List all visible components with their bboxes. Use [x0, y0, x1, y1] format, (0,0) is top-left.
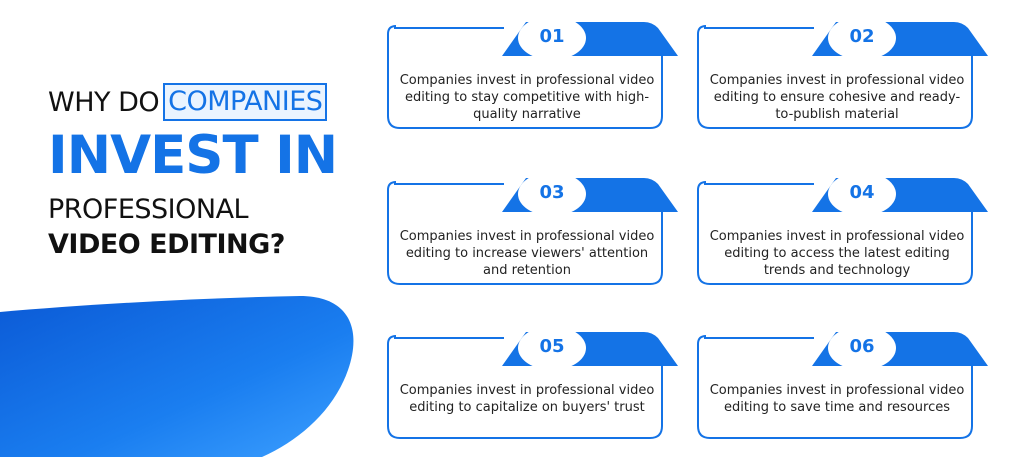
card-frame [387, 16, 678, 129]
card-number: 03 [539, 182, 565, 203]
card-text: Companies invest in professional video e… [709, 229, 965, 278]
card-text: Companies invest in professional video e… [399, 73, 655, 122]
card-number: 02 [849, 26, 875, 47]
card-frame [697, 16, 988, 129]
reason-card-06: 06 Companies invest in professional vide… [696, 326, 988, 439]
heading-line-1: WHY DO COMPANIES [48, 80, 337, 124]
card-text: Companies invest in professional video e… [399, 383, 655, 415]
card-frame [697, 326, 988, 439]
heading-invest-in: INVEST IN [48, 125, 338, 186]
reason-card-02: 02 Companies invest in professional vide… [696, 16, 988, 129]
card-text: Companies invest in professional video e… [709, 73, 965, 122]
heading: WHY DO COMPANIES INVEST IN PROFESSIONAL … [48, 80, 338, 262]
card-number: 01 [539, 26, 565, 47]
reason-card-03: 03 Companies invest in professional vide… [386, 172, 678, 285]
card-text: Companies invest in professional video e… [709, 383, 965, 415]
card-frame [697, 172, 988, 285]
card-text: Companies invest in professional video e… [399, 229, 655, 278]
heading-companies-highlight: COMPANIES [163, 83, 328, 121]
reason-card-01: 01 Companies invest in professional vide… [386, 16, 678, 129]
reason-card-05: 05 Companies invest in professional vide… [386, 326, 678, 439]
reason-card-04: 04 Companies invest in professional vide… [696, 172, 988, 285]
card-frame [387, 172, 678, 285]
heading-video-editing: VIDEO EDITING? [48, 229, 285, 260]
heading-professional: PROFESSIONAL [48, 194, 249, 225]
card-number: 05 [539, 336, 565, 357]
card-number: 04 [849, 182, 875, 203]
card-number: 06 [849, 336, 875, 357]
heading-why-do: WHY DO [48, 86, 160, 118]
card-frame [387, 326, 678, 439]
